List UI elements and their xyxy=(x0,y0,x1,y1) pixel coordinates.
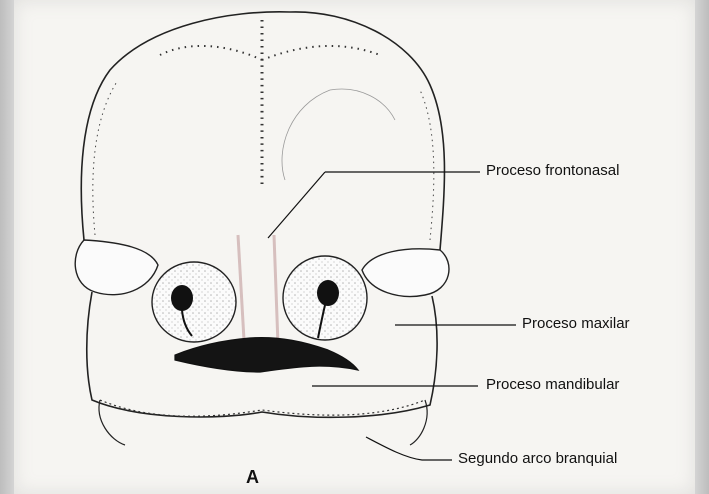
label-segundo-arco-branquial: Segundo arco branquial xyxy=(458,450,617,467)
head-stipple-right xyxy=(420,90,434,240)
coronal-suture-left xyxy=(160,46,262,60)
leader-frontonasal xyxy=(268,172,325,238)
mandible-lower-edge xyxy=(100,400,425,416)
left-lateral-bulge xyxy=(75,240,158,295)
head-stipple-left xyxy=(93,80,118,235)
label-proceso-frontonasal: Proceso frontonasal xyxy=(486,162,619,179)
right-eye xyxy=(283,256,367,340)
coronal-suture-right xyxy=(262,46,380,60)
frontonasal-streak-left xyxy=(238,235,244,340)
leader-branquial xyxy=(366,437,452,460)
label-proceso-mandibular: Proceso mandibular xyxy=(486,376,619,393)
label-proceso-maxilar: Proceso maxilar xyxy=(522,315,630,332)
figure-caption: A xyxy=(246,467,259,488)
left-eye xyxy=(152,262,236,342)
right-lateral-bulge xyxy=(362,249,449,297)
stomodeum xyxy=(175,338,358,372)
faint-vessel xyxy=(282,89,395,180)
frontonasal-streak-right xyxy=(274,235,278,345)
